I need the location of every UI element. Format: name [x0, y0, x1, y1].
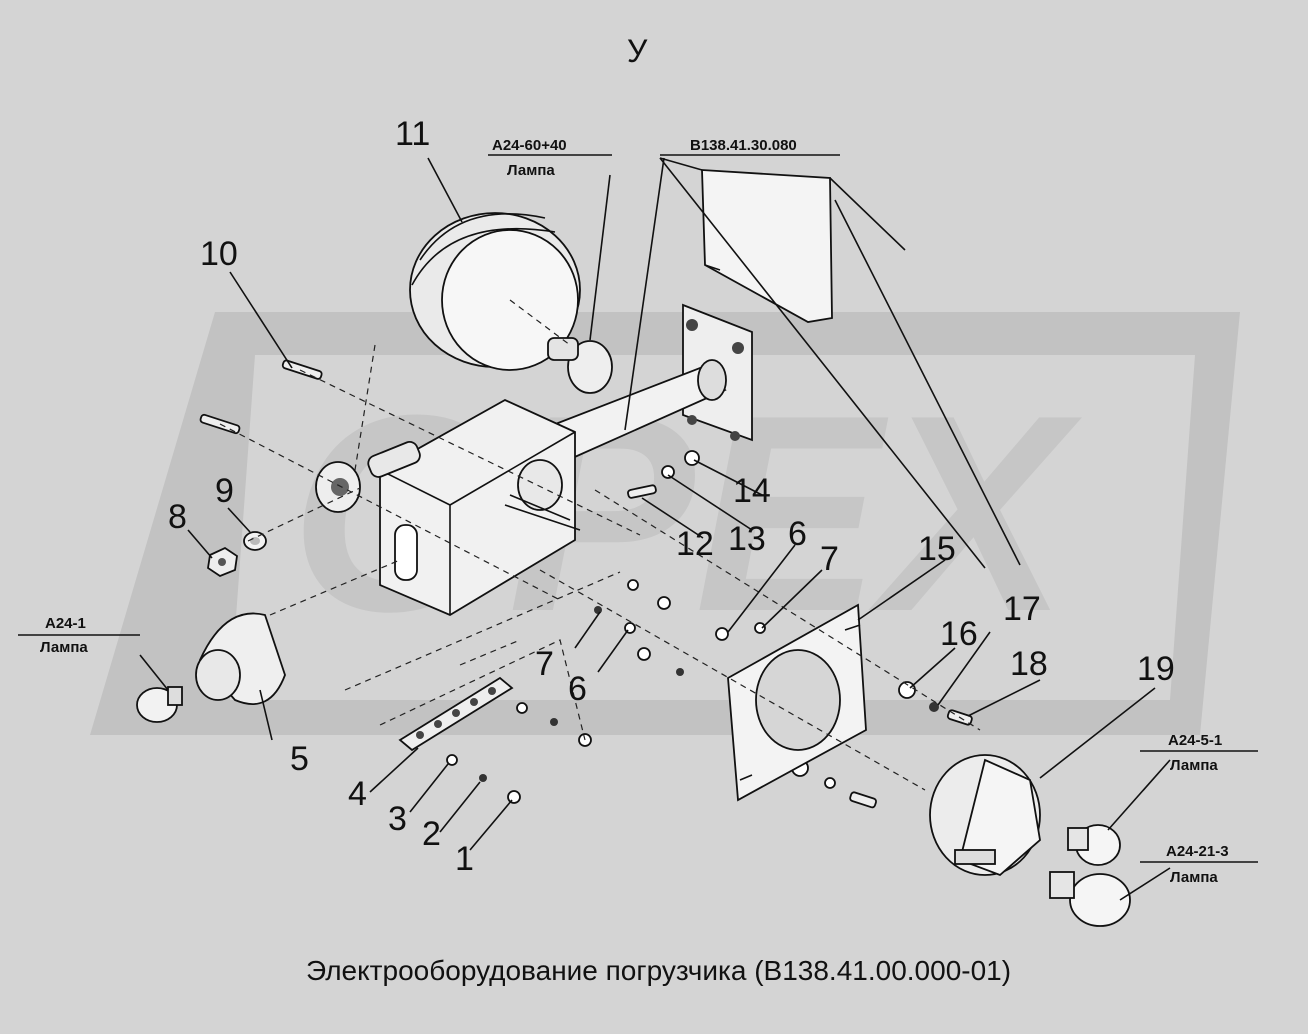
- callout-19: 19: [1137, 650, 1175, 688]
- leader-lines: [139, 157, 1171, 901]
- part-code-labels: А24-60+40 Лампа В138.41.30.080 А24-1 Лам…: [40, 137, 1229, 886]
- bracket-plate: [659, 157, 1021, 569]
- callout-2: 2: [422, 815, 441, 853]
- lamp-a24-60-40: [547, 337, 613, 394]
- callout-13: 13: [728, 520, 766, 558]
- label-code-a24-1: А24-1: [45, 615, 86, 632]
- callout-7a: 7: [820, 540, 839, 578]
- label-code-bracket: В138.41.30.080: [690, 137, 797, 154]
- tube-mount: [538, 303, 753, 462]
- label-name-a24-21-3: Лампа: [1170, 869, 1218, 886]
- callout-5: 5: [290, 740, 309, 778]
- label-name-a24-1: Лампа: [40, 639, 88, 656]
- rear-bulbs: [1049, 824, 1131, 927]
- rear-combination-lamp: [929, 754, 1041, 877]
- label-name-a24-5-1: Лампа: [1170, 757, 1218, 774]
- label-name-a24-60-40: Лампа: [507, 162, 555, 179]
- marker-lamp: [136, 612, 286, 723]
- label-code-a24-21-3: А24-21-3: [1166, 843, 1229, 860]
- callout-10: 10: [200, 235, 238, 273]
- callout-12: 12: [676, 525, 714, 563]
- callout-1: 1: [455, 840, 474, 878]
- pivot-pin: [315, 441, 421, 513]
- view-label: У: [627, 33, 648, 69]
- fasteners: [446, 450, 973, 809]
- callout-15: 15: [918, 530, 956, 568]
- callout-16: 16: [940, 615, 978, 653]
- callout-8: 8: [168, 498, 187, 536]
- callout-9: 9: [215, 472, 234, 510]
- callout-6a: 6: [788, 515, 807, 553]
- label-code-a24-5-1: А24-5-1: [1168, 732, 1222, 749]
- callout-numbers: 11 10 9 8 5 4 3 2 1 7 6 12 13 14 6 7 15 …: [168, 115, 1175, 878]
- main-bracket: [379, 398, 581, 617]
- nut-washer: [207, 531, 267, 578]
- callout-18: 18: [1010, 645, 1048, 683]
- drawing-title: Электрооборудование погрузчика (В138.41.…: [306, 955, 1011, 986]
- callout-14: 14: [733, 472, 771, 510]
- callout-17: 17: [1003, 590, 1041, 628]
- label-rules: [18, 154, 1258, 863]
- callout-7b: 7: [535, 645, 554, 683]
- callout-6b: 6: [568, 670, 587, 708]
- label-code-a24-60-40: А24-60+40: [492, 137, 567, 154]
- assembly-axes: [219, 299, 981, 791]
- callout-11: 11: [395, 115, 430, 153]
- terminal-strip: [398, 676, 514, 752]
- callout-4: 4: [348, 775, 367, 813]
- callout-3: 3: [388, 800, 407, 838]
- gasket-plate: [727, 603, 867, 802]
